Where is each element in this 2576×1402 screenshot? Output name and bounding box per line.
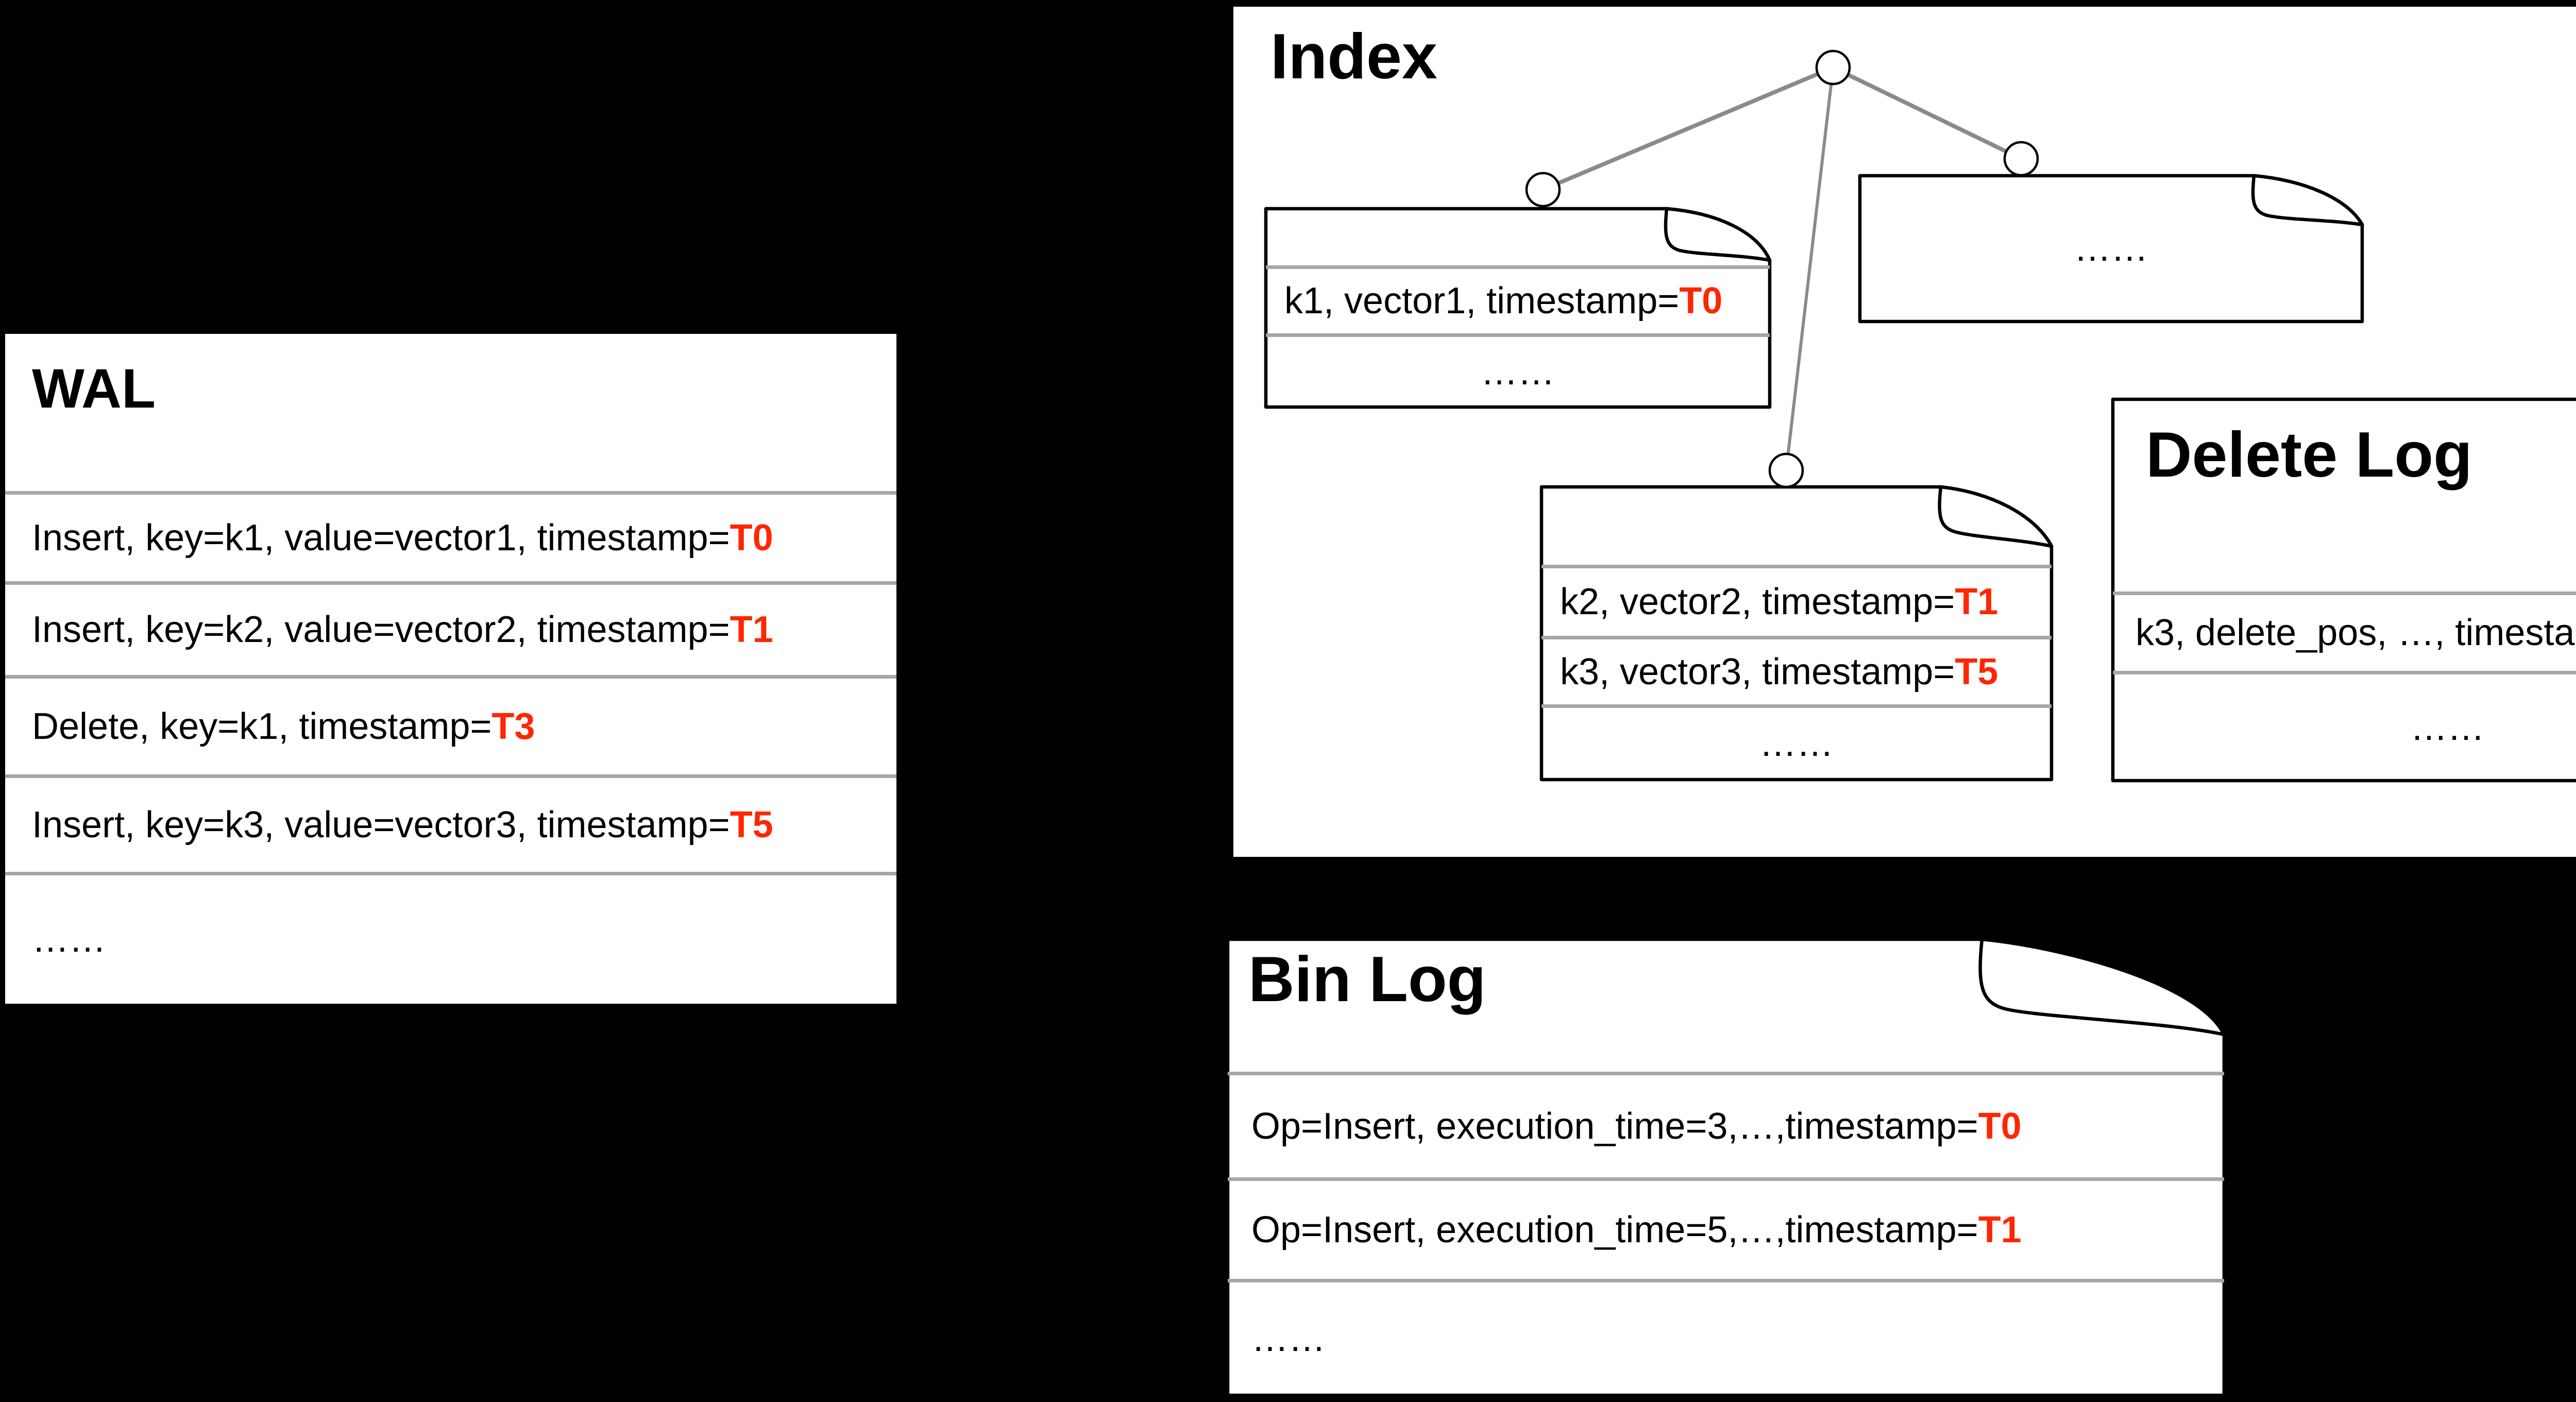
timestamp-value: T1 bbox=[1955, 581, 1998, 623]
ellipsis-text: …… bbox=[32, 919, 106, 960]
ellipsis-row: …… bbox=[1228, 1279, 2224, 1395]
ellipsis-text: …… bbox=[2410, 706, 2485, 748]
log-entry-text: k1, vector1, timestamp= bbox=[1284, 280, 1680, 322]
log-entry-text: k3, vector3, timestamp= bbox=[1560, 651, 1955, 692]
wal-log-row: Insert, key=k2, value=vector2, timestamp… bbox=[5, 581, 896, 675]
bin-log-row: Op=Insert, execution_time=3,…,timestamp=… bbox=[1228, 1072, 2224, 1177]
wal-panel bbox=[5, 334, 896, 1004]
timestamp-value: T0 bbox=[730, 517, 773, 559]
delete-log-title: Delete Log bbox=[2146, 419, 2472, 491]
timestamp-value: T0 bbox=[1679, 280, 1723, 322]
bin-log-row: Op=Insert, execution_time=5,…,timestamp=… bbox=[1228, 1177, 2224, 1279]
file-header-space bbox=[1266, 209, 1770, 265]
log-entry-text: Insert, key=k2, value=vector2, timestamp… bbox=[32, 609, 730, 651]
delete-log-content: Delete Log k3, delete_pos, …, timestamp=… bbox=[2113, 399, 2576, 781]
ellipsis-row: …… bbox=[1266, 333, 1770, 407]
segment-2-content: …… bbox=[1860, 176, 2362, 322]
log-entry-text: Delete, key=k1, timestamp= bbox=[32, 705, 492, 747]
segment-3-content: k2, vector2, timestamp=T1 k3, vector3, t… bbox=[1541, 487, 2052, 780]
file-header-space bbox=[1541, 487, 2052, 565]
ellipsis-row: …… bbox=[5, 872, 896, 1004]
log-entry-text: Op=Insert, execution_time=3,…,timestamp= bbox=[1251, 1105, 1978, 1147]
bin-log-content: Bin Log Op=Insert, execution_time=3,…,ti… bbox=[1228, 939, 2224, 1395]
segment-row: k2, vector2, timestamp=T1 bbox=[1541, 565, 2052, 636]
wal-log-row: Insert, key=k3, value=vector3, timestamp… bbox=[5, 774, 896, 872]
ellipsis-text: …… bbox=[2074, 228, 2148, 269]
timestamp-value: T5 bbox=[1955, 651, 1998, 692]
wal-log-row: Delete, key=k1, timestamp=T3 bbox=[5, 675, 896, 774]
log-entry-text: Insert, key=k3, value=vector3, timestamp… bbox=[32, 804, 730, 846]
wal-title: WAL bbox=[32, 357, 156, 419]
ellipsis-text: …… bbox=[1481, 351, 1555, 393]
ellipsis-row: …… bbox=[2113, 671, 2576, 781]
log-entry-text: k2, vector2, timestamp= bbox=[1560, 581, 1955, 623]
log-entry-text: k3, delete_pos, …, timestamp= bbox=[2136, 612, 2576, 654]
segment-row: k1, vector1, timestamp=T0 bbox=[1266, 265, 1770, 333]
timestamp-value: T1 bbox=[1978, 1209, 2022, 1251]
timestamp-value: T0 bbox=[1978, 1105, 2022, 1147]
segment-row: k3, vector3, timestamp=T5 bbox=[1541, 636, 2052, 704]
ellipsis-row: …… bbox=[1541, 704, 2052, 780]
timestamp-value: T3 bbox=[492, 705, 535, 747]
ellipsis-row: …… bbox=[1860, 176, 2362, 322]
wal-content: WAL Insert, key=k1, value=vector1, times… bbox=[5, 334, 896, 1004]
wal-log-row: Insert, key=k1, value=vector1, timestamp… bbox=[5, 491, 896, 581]
segment-1-content: k1, vector1, timestamp=T0 …… bbox=[1266, 209, 1770, 407]
log-entry-text: Insert, key=k1, value=vector1, timestamp… bbox=[32, 517, 730, 559]
delete-log-row: k3, delete_pos, …, timestamp=T3 bbox=[2113, 592, 2576, 671]
timestamp-value: T5 bbox=[730, 804, 773, 846]
timestamp-value: T1 bbox=[730, 609, 773, 651]
index-title: Index bbox=[1270, 21, 1437, 92]
bin-log-title: Bin Log bbox=[1248, 944, 1486, 1015]
log-entry-text: Op=Insert, execution_time=5,…,timestamp= bbox=[1251, 1209, 1978, 1251]
ellipsis-text: …… bbox=[1759, 723, 1834, 765]
ellipsis-text: …… bbox=[1251, 1318, 1326, 1360]
